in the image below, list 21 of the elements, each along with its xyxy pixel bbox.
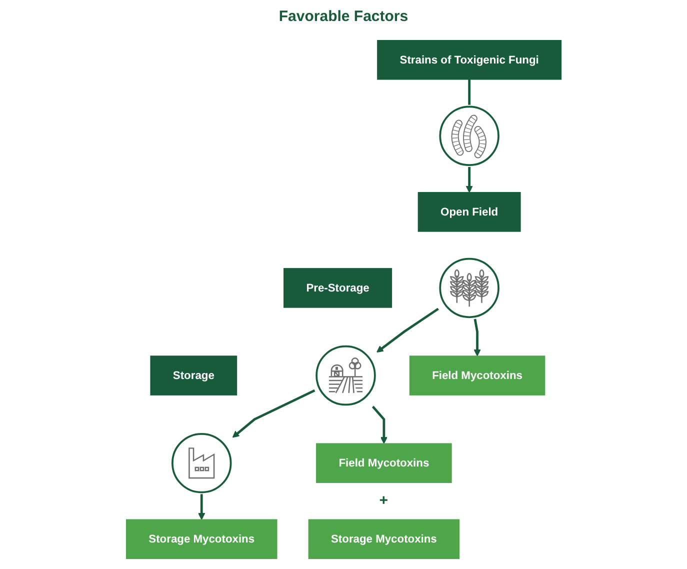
arrow [198,494,205,520]
result-box: Field Mycotoxins [316,443,452,483]
connector-line [468,79,470,105]
plus-sign: + [379,493,388,510]
node-picture [438,104,500,167]
stage-header: Open Field [418,192,521,232]
stage-header: Storage [150,356,237,396]
arrow [232,389,315,438]
result-box: Storage Mycotoxins [126,519,277,560]
arrow [372,406,388,444]
node-picture [438,256,500,319]
arrow [376,308,439,353]
arrow [474,318,481,356]
source-box: Strains of Toxigenic Fungi [376,40,562,80]
node-picture [314,344,377,407]
result-box: Field Mycotoxins [409,356,545,396]
result-box: Storage Mycotoxins [308,519,460,560]
title: Favorable Factors [278,8,408,25]
node-picture [170,432,232,494]
arrow [466,166,473,193]
stage-header: Pre-Storage [283,268,392,308]
